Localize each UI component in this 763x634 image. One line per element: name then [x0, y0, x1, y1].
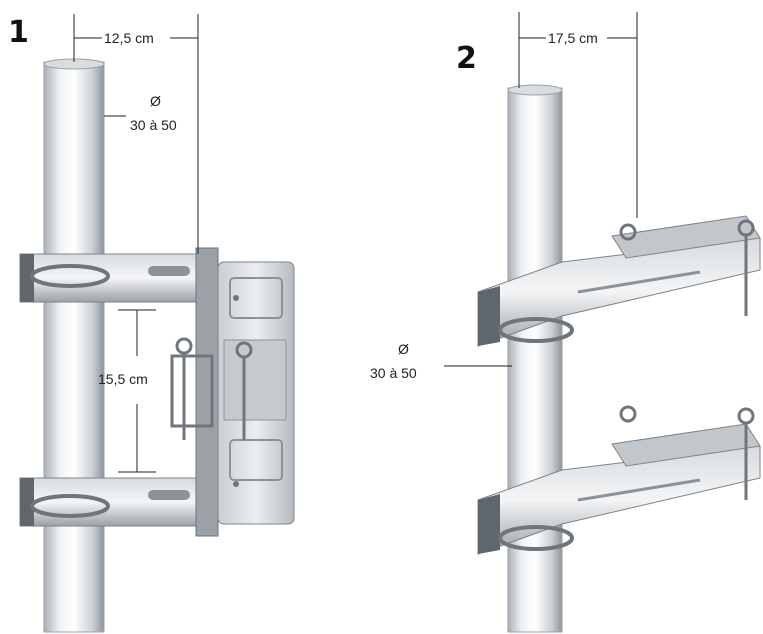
figure-1-lnb-holder	[170, 337, 253, 440]
figure-1: 1	[8, 14, 295, 633]
figure-1-lower-bracket	[19, 477, 206, 527]
figure-1-spacing-label: 15,5 cm	[98, 371, 148, 387]
figure-1-dimensions: 12,5 cm Ø 30 à 50 15,5 cm	[73, 14, 199, 473]
figure-1-diameter-range: 30 à 50	[130, 117, 177, 133]
figure-1-offset-label: 12,5 cm	[104, 30, 154, 46]
figure-2-diameter-range: 30 à 50	[370, 365, 417, 381]
figure-1-mount-plate	[195, 247, 295, 537]
figure-2: 2	[370, 12, 761, 633]
figure-1-tube	[43, 58, 105, 633]
figure-1-u-clamp-upper	[30, 264, 110, 288]
figure-2-number: 2	[456, 41, 477, 76]
figure-2-u-clamp-lower	[498, 525, 574, 551]
figure-2-tube	[507, 84, 563, 633]
figure-2-offset-label: 17,5 cm	[548, 30, 598, 46]
figure-2-dimensions: 17,5 cm Ø 30 à 50	[370, 12, 638, 381]
figure-1-number: 1	[8, 15, 29, 50]
figure-1-u-clamp-lower	[30, 494, 110, 518]
figure-2-u-clamp-upper	[498, 317, 574, 343]
figure-2-diameter-symbol: Ø	[398, 341, 409, 357]
figure-1-upper-bracket	[19, 253, 206, 303]
figure-1-diameter-symbol: Ø	[150, 93, 161, 109]
